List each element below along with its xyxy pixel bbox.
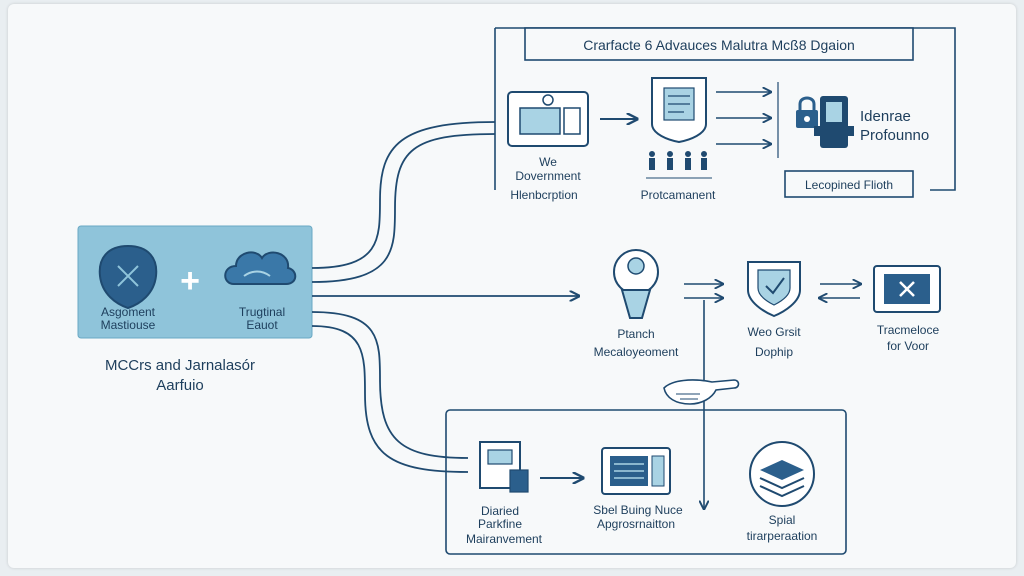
top-node-2: Protcamanent [641, 77, 716, 202]
top-title: Crarfacte 6 Advauces Malutra Mcß8 Dgaion [583, 37, 855, 53]
bottom-node1-line1: Diaried [481, 504, 519, 518]
mid-node2-line2: Dophip [755, 345, 793, 359]
top-right-title-line2: Profounno [860, 127, 929, 144]
mid-node3-line2: for Voor [887, 339, 929, 353]
top-right-box [784, 170, 914, 198]
mid-node-2: Weo Grsit Dophip [747, 261, 801, 359]
top-right-node: Idenrae Profounno Lecopined Flioth [784, 96, 929, 198]
left-item2-line2: Eauot [246, 318, 278, 332]
bottom-node3-line2: tirarperaation [747, 529, 818, 543]
plus-sign: + [180, 262, 200, 300]
bottom-node-2: Sbel Buing Nuce Apgrosrnaitton [593, 447, 683, 531]
left-item1-line1: Asgoment [101, 305, 156, 319]
cloud-icon [224, 251, 297, 285]
top-region: Crarfacte 6 Advauces Malutra Mcß8 Dgaion [494, 27, 956, 191]
bottom-node1-line2: Parkfine [478, 517, 522, 531]
bottom-node-1: Diaried Parkfine Mairanvement [466, 441, 543, 546]
bottom-node2-line1: Sbel Buing Nuce [593, 503, 683, 517]
people-icon [649, 151, 707, 170]
id-device-icon [814, 96, 854, 148]
bottom-node2-line2: Apgrosrnaitton [597, 517, 675, 531]
bottom-node1-line3: Mairanvement [466, 532, 543, 546]
lock-icon [796, 96, 818, 128]
flow-diagram: Crarfacte 6 Advauces Malutra Mcß8 Dgaion… [77, 27, 956, 555]
bottom-node-3: Spial tirarperaation [747, 441, 818, 543]
left-caption-line1: MCCrs and Jarnalasór [105, 357, 255, 374]
mid-node2-line1: Weo Grsit [747, 325, 801, 339]
left-caption-line2: Aarfuio [156, 377, 204, 394]
mid-node-3: Tracmeloce for Voor [873, 265, 941, 353]
left-item2-line1: Trugtinal [239, 305, 285, 319]
top-node1-line3: Hlenbcrption [510, 188, 577, 202]
left-item1-line2: Mastiouse [101, 318, 156, 332]
mid-node-1: Ptanch Mecaloyeoment [594, 249, 679, 359]
shield-icon [98, 244, 158, 310]
top-right-box-label: Lecopined Flioth [805, 178, 893, 192]
mid-node3-line1: Tracmeloce [877, 323, 940, 337]
top-node2-label: Protcamanent [641, 188, 716, 202]
top-title-box [524, 27, 914, 61]
hand-icon [663, 379, 740, 405]
top-arrows [716, 82, 779, 158]
bottom-node3-line1: Spial [769, 513, 796, 527]
top-node-1: We Dovernment Hlenbcrption [507, 91, 589, 202]
mid-node1-line1: Ptanch [617, 327, 654, 341]
top-node1-line2: Dovernment [515, 169, 581, 183]
top-node1-line1: We [539, 155, 557, 169]
top-right-title-line1: Idenrae [860, 108, 911, 125]
bottom-region: Diaried Parkfine Mairanvement Sbel Buing… [445, 409, 847, 555]
diagram-canvas: Crarfacte 6 Advauces Malutra Mcß8 Dgaion… [8, 4, 1016, 568]
mid-node1-line2: Mecaloyeoment [594, 345, 679, 359]
connector-tubes [311, 121, 578, 473]
left-source-box: Asgoment Mastiouse + Trugtinal Eauot [77, 225, 313, 339]
bottom-region-frame [445, 409, 847, 555]
